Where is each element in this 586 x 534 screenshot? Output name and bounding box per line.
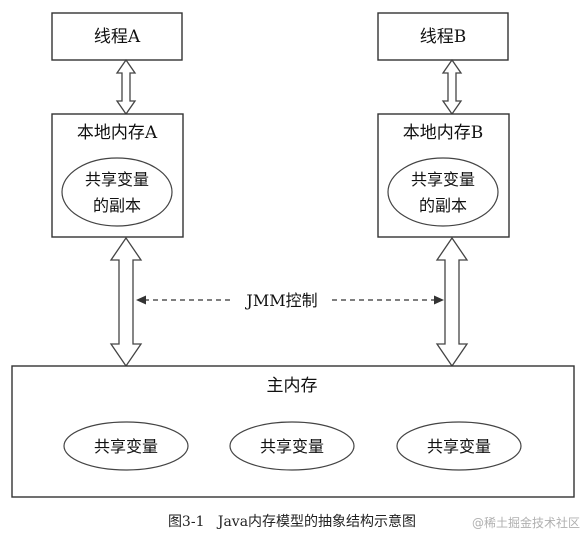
copy-b-line2: 的副本 <box>419 196 467 215</box>
copy-a-line1: 共享变量 <box>85 170 149 189</box>
thread-a-label: 线程A <box>94 27 141 47</box>
jmm-control-connector: JMM控制 <box>136 291 444 310</box>
shared-variable-2 <box>229 421 355 471</box>
shared-variable-1 <box>63 421 189 471</box>
jmm-control-label: JMM控制 <box>244 291 317 310</box>
shared-variable-copy-b <box>387 157 499 227</box>
jmm-arrowhead-right <box>434 295 444 305</box>
thread-b-node: 线程B <box>377 12 509 61</box>
jmm-arrowhead-left <box>136 295 146 305</box>
shared-variable-copy-a <box>61 157 173 227</box>
local-b-main-arrow <box>435 236 469 368</box>
copy-a-line2: 的副本 <box>93 196 141 215</box>
thread-a-local-arrow <box>115 58 137 116</box>
thread-b-local-arrow <box>441 58 463 116</box>
main-memory-label: 主内存 <box>267 376 318 396</box>
local-memory-a: 本地内存A 共享变量 的副本 <box>51 113 184 238</box>
local-memory-b: 本地内存B 共享变量 的副本 <box>377 113 510 238</box>
thread-a-node: 线程A <box>51 12 183 61</box>
local-memory-b-label: 本地内存B <box>403 123 484 143</box>
watermark-text: @稀土掘金技术社区 <box>472 515 580 530</box>
local-memory-a-label: 本地内存A <box>77 123 158 143</box>
local-a-main-arrow <box>109 236 143 368</box>
figure-caption: 图3-1 Java内存模型的抽象结构示意图 <box>168 513 416 530</box>
copy-b-line1: 共享变量 <box>411 170 475 189</box>
shared-variable-2-label: 共享变量 <box>260 437 324 456</box>
main-memory: 主内存 共享变量 共享变量 共享变量 <box>11 365 575 498</box>
shared-variable-3 <box>396 421 522 471</box>
shared-variable-1-label: 共享变量 <box>94 437 158 456</box>
thread-b-label: 线程B <box>420 27 467 47</box>
shared-variable-3-label: 共享变量 <box>427 437 491 456</box>
